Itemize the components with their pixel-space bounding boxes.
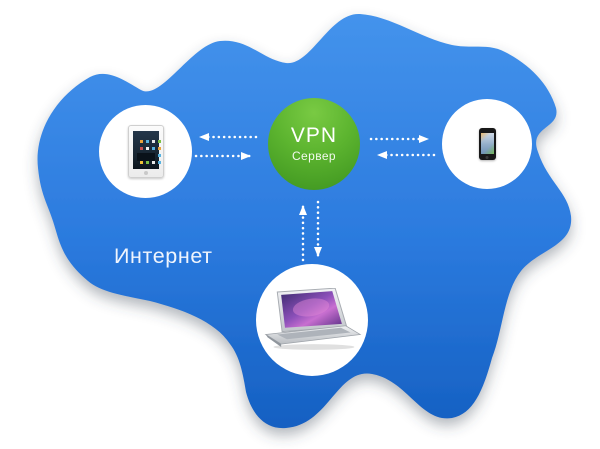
laptop-front-edge xyxy=(265,334,282,347)
iphone-screen xyxy=(480,133,494,154)
iphone-home-button xyxy=(485,155,489,159)
vpn-subtitle: Сервер xyxy=(291,149,336,164)
laptop-display xyxy=(281,291,342,328)
node-laptop xyxy=(256,264,368,376)
internet-label: Интернет xyxy=(114,244,213,268)
ipad-app-icons xyxy=(139,140,143,143)
vpn-server-node: VPN Сервер xyxy=(268,98,360,190)
laptop-keyboard xyxy=(277,327,351,340)
node-tablet xyxy=(99,105,192,198)
iphone-icon xyxy=(478,128,496,160)
ipad-screen xyxy=(132,131,159,169)
laptop-wallpaper-glow xyxy=(292,298,330,317)
laptop-ground-shadow xyxy=(273,344,355,350)
ipad-home-button xyxy=(143,171,148,175)
macbook-icon xyxy=(264,288,362,350)
ipad-dock xyxy=(136,153,155,161)
vpn-title: VPN xyxy=(290,123,338,147)
node-smartphone xyxy=(442,99,532,189)
ipad-icon xyxy=(127,125,164,178)
